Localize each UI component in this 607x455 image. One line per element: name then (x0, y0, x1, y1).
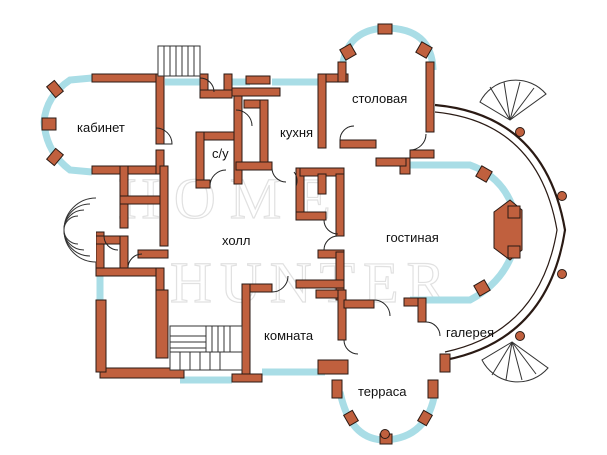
entrance-stairs (157, 45, 201, 77)
wall-piers (41, 23, 521, 445)
label-room: комната (264, 328, 314, 343)
interior-stairs (169, 325, 243, 371)
gallery-columns (380, 127, 567, 439)
label-dining: столовая (352, 91, 407, 106)
label-wc: с/у (212, 146, 229, 161)
label-cabinet: кабинет (77, 120, 125, 135)
label-hall: холл (222, 233, 250, 248)
spiral-stairs-icon (63, 79, 549, 383)
label-gallery: галерея (446, 325, 494, 340)
door-swing-icon (103, 77, 441, 355)
label-terrace: терраса (358, 384, 407, 399)
label-kitchen: кухня (280, 125, 313, 140)
gallery-arc (434, 103, 567, 362)
room-labels: кабинет с/у кухня столовая холл гостиная… (77, 91, 494, 399)
walls (91, 61, 523, 399)
label-living: гостиная (386, 230, 439, 245)
